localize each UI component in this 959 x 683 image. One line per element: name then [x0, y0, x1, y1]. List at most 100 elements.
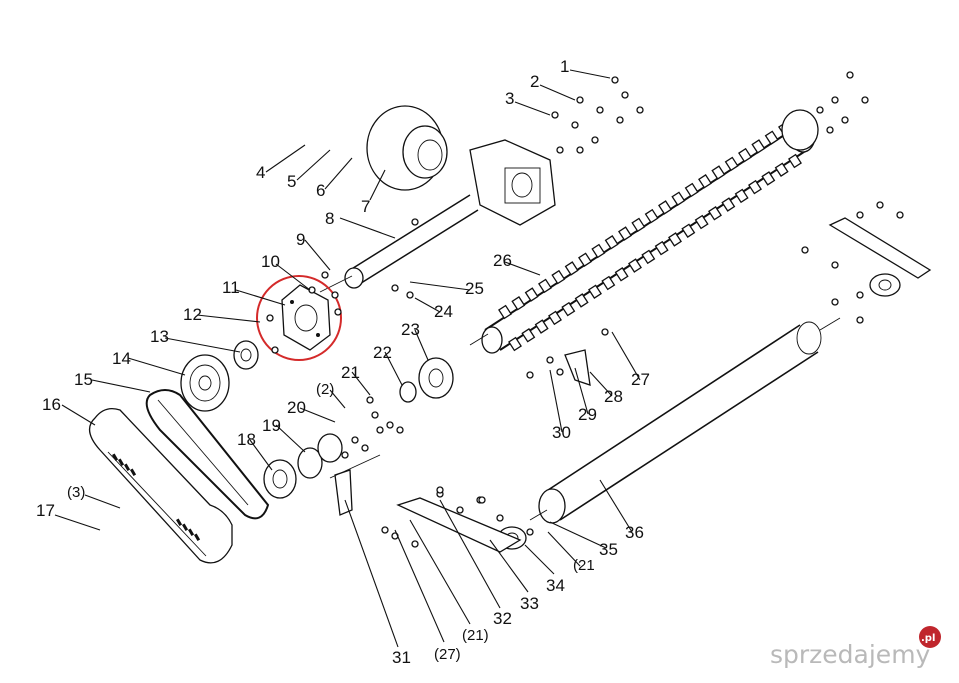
part-label-7: 7	[361, 197, 370, 216]
leader-line	[439, 499, 501, 609]
fastener	[876, 201, 884, 209]
flail-blade	[658, 200, 672, 215]
leader-line	[249, 439, 273, 471]
fastener	[856, 316, 864, 324]
fastener	[601, 328, 609, 336]
flail-blade	[738, 147, 752, 163]
flail-blade	[711, 165, 726, 180]
part-label-36: 36	[625, 523, 644, 542]
fastener	[376, 426, 384, 434]
flail-blade	[601, 275, 616, 291]
fastener	[361, 444, 369, 452]
flail-blade	[591, 243, 606, 259]
part-label-22: 22	[373, 343, 392, 362]
fastener	[856, 211, 864, 219]
vent-slot	[176, 518, 183, 527]
leader-line	[196, 314, 261, 323]
fastener	[411, 540, 419, 548]
fastener	[366, 396, 374, 404]
flail-blade	[721, 197, 736, 212]
leader-line	[84, 494, 121, 509]
fastener	[406, 291, 414, 299]
fastener	[621, 91, 629, 99]
flail-blade	[774, 162, 789, 177]
leader-line	[164, 337, 241, 353]
vent-slot	[129, 468, 137, 477]
fastener	[381, 526, 389, 534]
fastener	[391, 284, 399, 292]
part-label-3b: (3)	[67, 484, 85, 501]
part-label-14: 14	[112, 349, 131, 368]
fastener	[801, 246, 809, 254]
leader-line	[409, 519, 471, 625]
flail-blade	[511, 296, 526, 311]
flail-blade	[618, 226, 632, 241]
vent-slot	[123, 463, 131, 472]
vent-slot	[117, 458, 125, 467]
roller-arm-left	[396, 497, 522, 553]
flail-blade	[561, 301, 576, 317]
part-label-4: 4	[256, 163, 265, 182]
flail-blade	[641, 249, 656, 265]
fastener	[396, 426, 404, 434]
part-label-5: 5	[287, 172, 296, 191]
fastener	[308, 286, 316, 294]
part-label-30: 30	[552, 423, 571, 442]
leader-line	[414, 329, 429, 361]
flail-blade	[708, 206, 722, 221]
fastener	[596, 106, 604, 114]
leader-line	[275, 263, 311, 291]
fastener	[371, 411, 379, 419]
flail-blade	[654, 240, 669, 256]
small-bracket	[334, 469, 353, 516]
leader-line	[409, 281, 471, 291]
large-pulley	[180, 354, 230, 412]
vent-slot	[182, 523, 189, 532]
flail-blade	[724, 156, 739, 172]
leader-line	[304, 239, 331, 271]
rear-roller	[529, 317, 841, 524]
fastener	[611, 76, 619, 84]
fastener	[556, 368, 564, 376]
fastener	[591, 136, 599, 144]
fastener	[526, 371, 534, 379]
part-label-25: 25	[465, 279, 484, 298]
flail-blade	[508, 336, 522, 352]
part-label-31: 31	[392, 648, 411, 667]
flail-blade	[534, 319, 549, 334]
flail-blade	[498, 304, 512, 320]
leader-line	[296, 149, 331, 181]
flail-blade	[604, 235, 619, 250]
fastener	[351, 436, 359, 444]
part-label-1: 1	[560, 57, 569, 76]
fastener	[321, 271, 329, 279]
fastener	[341, 451, 349, 459]
drive-belt	[145, 389, 270, 520]
fastener	[856, 291, 864, 299]
flail-blade	[734, 188, 749, 204]
part-label-29: 29	[578, 405, 597, 424]
part-label-26: 26	[493, 251, 512, 270]
fastener	[456, 506, 464, 514]
flail-blade	[588, 284, 602, 299]
part-label-16: 16	[42, 395, 61, 414]
leader-line	[61, 404, 96, 426]
leader-line	[351, 371, 371, 396]
part-label-24: 24	[434, 302, 453, 321]
fastener	[551, 111, 559, 119]
watermark-badge-text: .pl	[921, 633, 935, 644]
vent-slot	[194, 533, 201, 542]
flail-blade	[644, 208, 659, 224]
part-label-11: 11	[222, 278, 240, 297]
flail-blade	[578, 252, 592, 267]
vent-slot	[111, 453, 119, 462]
fastener	[616, 116, 624, 124]
part-label-17: 17	[36, 501, 55, 520]
flail-blade	[614, 267, 629, 282]
part-label-15: 15	[74, 370, 93, 389]
leader-line	[235, 289, 286, 306]
leader-line	[589, 371, 613, 397]
leader-line	[54, 514, 101, 531]
fastener	[334, 308, 342, 316]
